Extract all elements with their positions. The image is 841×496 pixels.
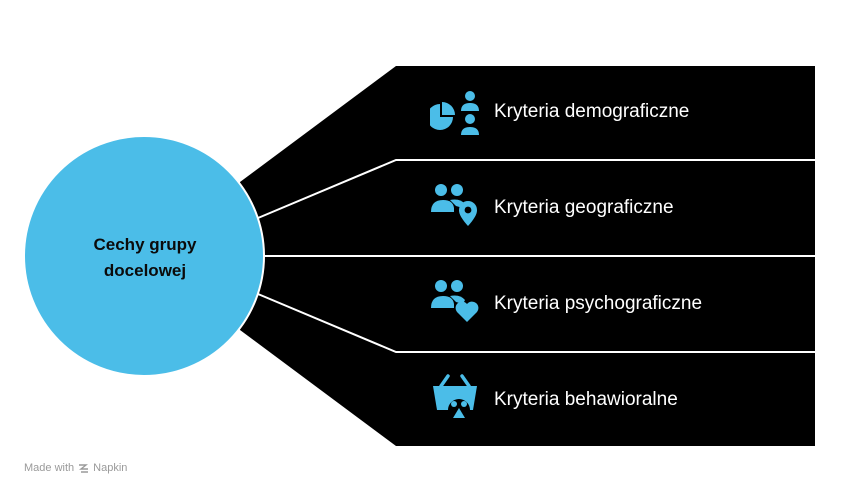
people-location-icon [431,184,477,226]
footer-made-with: Made with [24,462,75,474]
people-heart-icon [431,280,479,322]
hub-circle [23,135,265,377]
hub-label-line-1: Cechy grupy [93,235,197,254]
basket-behavior-icon [433,374,477,420]
row-label-geographic: Kryteria geograficzne [494,197,674,218]
hub-label: Cechy grupy docelowej [26,232,264,284]
footer-brand: Napkin [93,462,128,474]
row-label-psychographic: Kryteria psychograficzne [494,293,703,314]
divider-line-3 [257,293,815,353]
footer: Made with Napkin [24,460,127,476]
hub-label-line-2: docelowej [103,261,187,280]
divider-line-1 [257,159,815,219]
row-label-demographic: Kryteria demograficzne [494,101,690,122]
napkin-logo-icon [79,463,89,473]
row-label-behavioral: Kryteria behawioralne [494,389,678,410]
demographics-icon [430,91,479,135]
